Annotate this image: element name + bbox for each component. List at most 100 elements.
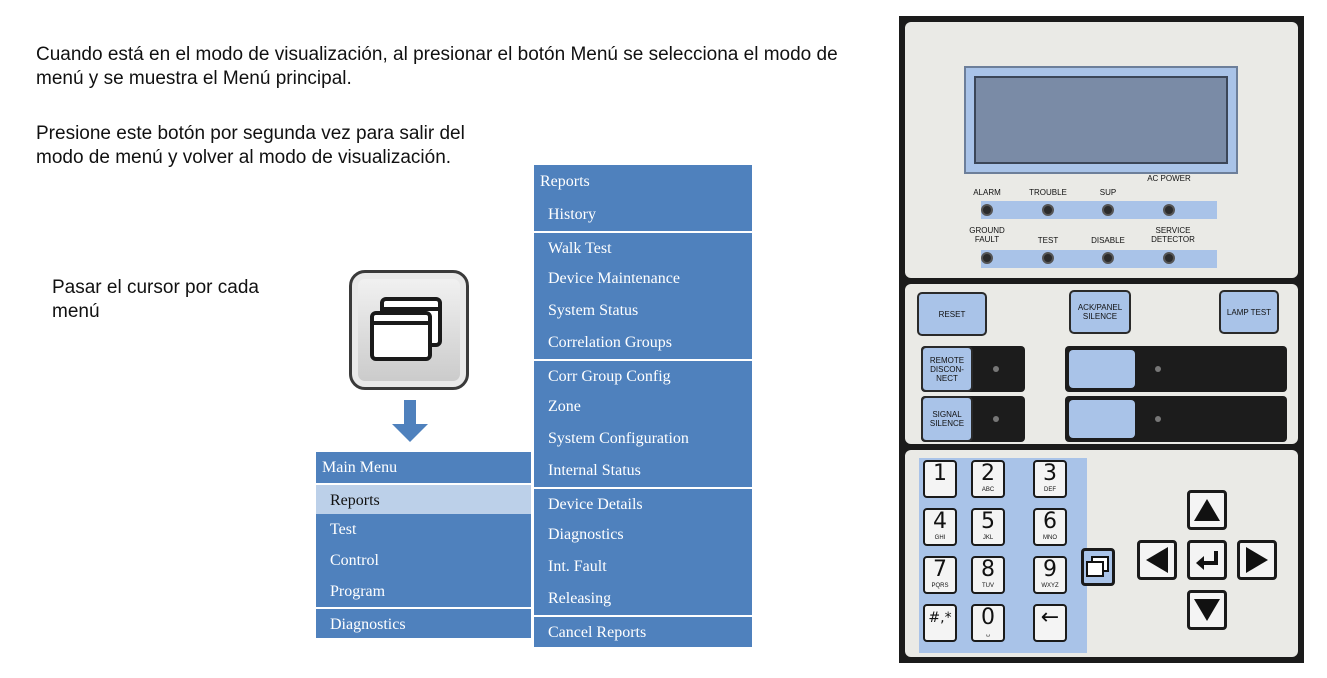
insert-slot-2-lamp — [1155, 416, 1161, 422]
up-arrow-key[interactable] — [1187, 490, 1227, 530]
insert-slot-1-lamp — [1155, 366, 1161, 372]
reports-item-zone[interactable]: Zone — [534, 391, 752, 423]
key-3-letters: DEF — [1044, 487, 1056, 493]
triangle-left-icon — [1146, 547, 1168, 573]
exit-instruction-text: Presione este botón por segunda vez para… — [36, 123, 465, 168]
reports-item-cancel-reports[interactable]: Cancel Reports — [534, 615, 752, 647]
key-1[interactable]: 1 — [923, 460, 957, 498]
led-label-alarm: ALARM — [973, 188, 1001, 197]
key-7-digit: 7 — [933, 557, 947, 582]
label-insert-1 — [1069, 350, 1135, 388]
triangle-up-icon — [1194, 499, 1220, 521]
led-label-disable: DISABLE — [1091, 236, 1125, 245]
menu-windows-icon — [1086, 556, 1109, 577]
label-insert-2 — [1069, 400, 1135, 438]
signal-silence-button[interactable]: SIGNAL SILENCE — [921, 396, 973, 442]
main-menu: Main Menu Reports Test Control Program D… — [316, 452, 531, 638]
key-0-digit: 0 — [981, 605, 995, 630]
triangle-right-icon — [1246, 547, 1268, 573]
intro-text: Cuando está en el modo de visualización,… — [36, 44, 838, 89]
main-menu-title: Main Menu — [316, 452, 531, 483]
menu-item-program[interactable]: Program — [316, 576, 531, 607]
led-label-ac-power: AC POWER — [1147, 174, 1191, 183]
reports-item-corr-group-config[interactable]: Corr Group Config — [534, 359, 752, 391]
service-detector-led — [1163, 252, 1175, 264]
reports-menu-title: Reports — [534, 165, 752, 199]
enter-icon — [1196, 551, 1218, 570]
key-3-digit: 3 — [1043, 461, 1057, 486]
reports-menu: Reports History Walk Test Device Mainten… — [534, 165, 752, 647]
key-7-letters: PQRS — [931, 583, 949, 589]
left-arrow-key[interactable] — [1137, 540, 1177, 580]
remote-disconnect-lamp — [993, 366, 999, 372]
menu-item-diagnostics[interactable]: Diagnostics — [316, 607, 531, 638]
key-2-digit: 2 — [981, 461, 995, 486]
reports-item-history[interactable]: History — [534, 199, 752, 231]
lcd-screen — [974, 76, 1228, 164]
down-arrow-key[interactable] — [1187, 590, 1227, 630]
reset-button[interactable]: RESET — [917, 292, 987, 336]
right-arrow-key[interactable] — [1237, 540, 1277, 580]
display-section: ALARM TROUBLE SUP AC POWER GROUND FAULT … — [905, 22, 1298, 278]
key-1-digit: 1 — [933, 461, 947, 486]
key-0-space: ␣ — [986, 631, 990, 637]
control-buttons-section: RESET ACK/PANEL SILENCE LAMP TEST REMOTE… — [905, 284, 1298, 444]
reports-item-internal-status[interactable]: Internal Status — [534, 455, 752, 487]
led-band-row2 — [981, 250, 1217, 268]
key-2-letters: ABC — [981, 487, 995, 493]
hover-instruction-text: Pasar el cursor por cada menú — [52, 277, 259, 322]
reports-item-device-details[interactable]: Device Details — [534, 487, 752, 519]
backspace-icon: ← — [1040, 605, 1060, 630]
alarm-led — [981, 204, 993, 216]
ground-fault-led — [981, 252, 993, 264]
lamp-test-button[interactable]: LAMP TEST — [1219, 290, 1279, 334]
menu-item-reports[interactable]: Reports — [316, 483, 531, 514]
led-label-service-detector: SERVICE DETECTOR — [1151, 226, 1195, 244]
key-8-letters: TUV — [982, 583, 994, 589]
control-panel: ALARM TROUBLE SUP AC POWER GROUND FAULT … — [899, 16, 1304, 663]
windows-icon — [370, 297, 442, 361]
enter-key[interactable] — [1187, 540, 1227, 580]
key-6-letters: MNO — [1043, 535, 1057, 541]
led-label-sup: SUP — [1099, 188, 1117, 197]
reports-item-int-fault[interactable]: Int. Fault — [534, 551, 752, 583]
key-hash-star[interactable]: #,* — [923, 604, 957, 642]
menu-item-control[interactable]: Control — [316, 545, 531, 576]
sup-led — [1102, 204, 1114, 216]
led-label-ground-fault: GROUND FAULT — [969, 226, 1005, 244]
signal-silence-lamp — [993, 416, 999, 422]
key-6-digit: 6 — [1043, 509, 1057, 534]
key-5-letters: JKL — [982, 535, 994, 541]
key-0[interactable]: 0␣ — [971, 604, 1005, 642]
lcd-display — [964, 66, 1238, 174]
remote-disconnect-button[interactable]: REMOTE DISCON-NECT — [921, 346, 973, 392]
backspace-key[interactable]: ← — [1033, 604, 1067, 642]
reports-item-diagnostics[interactable]: Diagnostics — [534, 519, 752, 551]
key-5-digit: 5 — [981, 509, 995, 534]
menu-key[interactable] — [1081, 548, 1115, 586]
reports-item-system-status[interactable]: System Status — [534, 295, 752, 327]
key-4-digit: 4 — [933, 509, 947, 534]
disable-led — [1102, 252, 1114, 264]
led-band-row1 — [981, 201, 1217, 219]
reports-item-releasing[interactable]: Releasing — [534, 583, 752, 615]
ac-power-led — [1163, 204, 1175, 216]
reports-item-device-maintenance[interactable]: Device Maintenance — [534, 263, 752, 295]
reports-item-correlation-groups[interactable]: Correlation Groups — [534, 327, 752, 359]
reports-item-walk-test[interactable]: Walk Test — [534, 231, 752, 263]
reports-item-system-configuration[interactable]: System Configuration — [534, 423, 752, 455]
key-9-letters: WXYZ — [1041, 583, 1059, 589]
key-hash-star-symbol: #,* — [928, 610, 952, 626]
ack-panel-silence-button[interactable]: ACK/PANEL SILENCE — [1069, 290, 1131, 334]
menu-item-test[interactable]: Test — [316, 514, 531, 545]
menu-button[interactable] — [349, 270, 469, 390]
